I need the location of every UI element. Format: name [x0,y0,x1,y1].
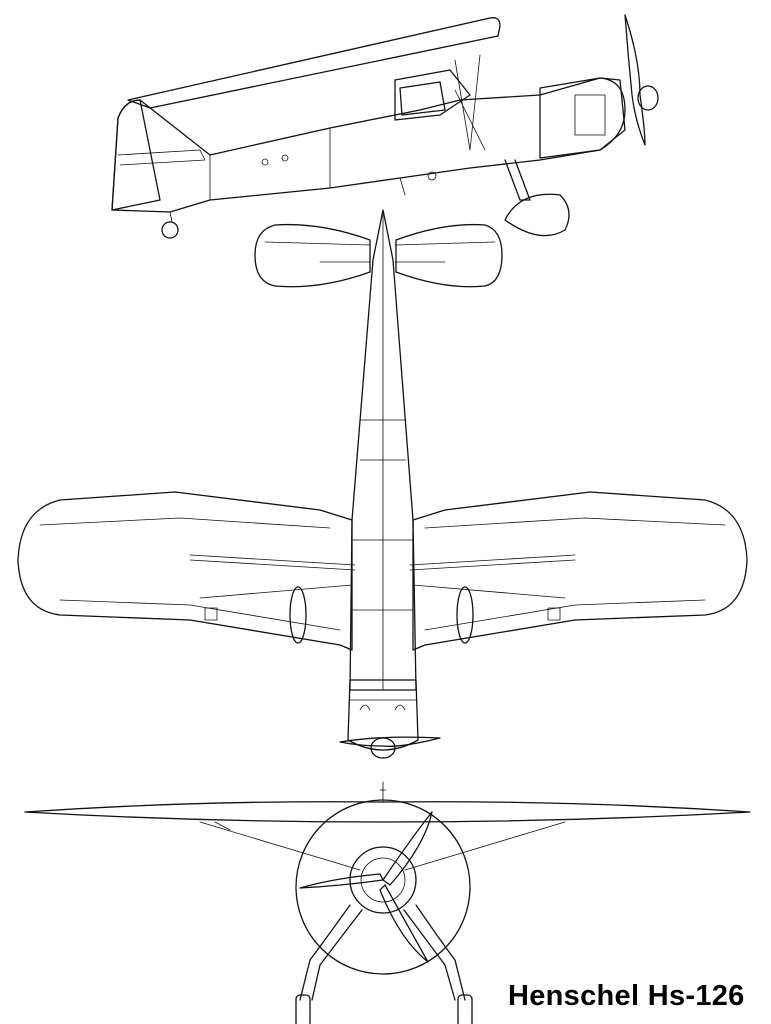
side-cowling-panel [574,94,606,136]
front-engine [349,846,417,914]
side-rudder [111,99,161,211]
side-tailplane [117,149,206,166]
top-view [17,209,748,759]
side-cockpit [394,69,471,121]
top-engine-cowling [347,679,419,751]
top-gear-left [289,586,307,644]
front-propeller-blades [299,811,433,963]
side-fuselage [111,77,626,213]
side-wing-struts [454,54,486,151]
top-tailplane-left [254,223,371,288]
side-tail-wheel [161,221,179,239]
side-view [111,14,659,239]
front-wing-struts [199,821,566,871]
top-wing-right [412,491,748,651]
top-wing-struts [189,554,576,599]
front-wheel-right [457,994,473,1024]
front-view [24,781,751,1024]
top-wing-left [17,491,353,651]
front-wheel-left [295,994,311,1024]
side-wheel-spat [504,193,570,237]
aircraft-title-caption: Henschel Hs-126 [508,980,745,1012]
front-gear-left [299,904,363,1001]
side-propeller [624,14,646,146]
front-wing [24,801,751,823]
top-propeller [339,736,441,747]
side-engine-cowling [539,77,626,159]
side-parasol-wing [127,17,501,109]
top-tailplane-right [395,223,503,288]
front-gear-right [403,904,466,1001]
side-spinner [637,85,659,111]
side-tail-wheel-strut [169,211,173,223]
top-gear-right [456,586,474,644]
side-main-gear-leg [504,159,531,201]
top-spinner [370,737,396,759]
